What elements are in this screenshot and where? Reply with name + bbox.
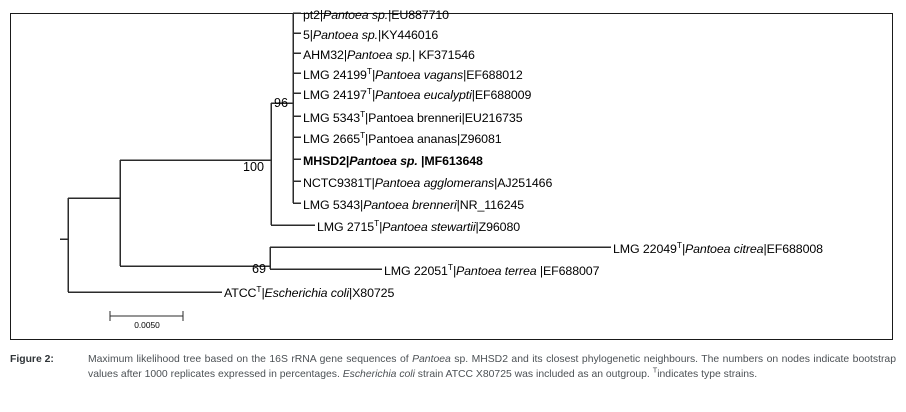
figure-caption: Figure 2: Maximum likelihood tree based … xyxy=(10,352,896,382)
caption-text-1: Maximum likelihood tree based on the 16S… xyxy=(88,354,413,365)
taxon-lmg22051-pantoea-terrea-ef688007: LMG 22051T|Pantoea terrea |EF688007 xyxy=(384,261,600,278)
bootstrap-96: 96 xyxy=(274,96,289,110)
caption-text-4: indicates type strains. xyxy=(657,369,758,381)
caption-text-3: strain ATCC X80725 was included as an ou… xyxy=(414,369,653,381)
taxon-lmg24197-pantoea-eucalypti-ef688009: LMG 24197T|Pantoea eucalypti|EF688009 xyxy=(303,85,532,102)
taxon-lmg2715-pantoea-stewartii-z96080: LMG 2715T|Pantoea stewartii|Z96080 xyxy=(317,217,521,234)
taxon-5-pantoea-sp-ky446016: 5|Pantoea sp.|KY446016 xyxy=(303,28,439,42)
caption-text-2: sp. MHSD2 and its closest phylogenetic n… xyxy=(88,354,896,381)
bootstrap-69: 69 xyxy=(252,262,267,276)
taxon-nctc9381t-pantoea-agglomerans-aj251466: NCTC9381T|Pantoea agglomerans|AJ251466 xyxy=(303,176,553,190)
figure-caption-body: Maximum likelihood tree based on the 16S… xyxy=(88,352,896,382)
taxon-lmg5343-pantoea-brenneri-eu216735: LMG 5343T|Pantoea brenneri|EU216735 xyxy=(303,108,523,125)
caption-italic-escherichia-coli: Escherichia coli xyxy=(342,369,415,381)
scale-bar-label: 0.0050 xyxy=(134,320,160,330)
caption-superscript-t: T xyxy=(652,365,658,375)
figure-border-box xyxy=(10,13,893,340)
taxon-ahm32-pantoea-sp-kf371546: AHM32|Pantoea sp.| KF371546 xyxy=(303,48,475,62)
taxon-lmg2665-pantoea-ananas-z96081: LMG 2665T|Pantoea ananas|Z96081 xyxy=(303,129,502,146)
taxon-lmg22049-pantoea-citrea-ef688008: LMG 22049T|Pantoea citrea|EF688008 xyxy=(613,239,823,256)
figure-caption-label: Figure 2: xyxy=(10,354,54,365)
caption-italic-pantoea: Pantoea xyxy=(412,354,451,365)
taxon-lmg5343-pantoea-brenneri-nr116245: LMG 5343|Pantoea brenneri|NR_116245 xyxy=(303,198,525,212)
bootstrap-100: 100 xyxy=(243,160,265,174)
taxon-mhsd2-pantoea-sp-mf613648: MHSD2|Pantoea sp. |MF613648 xyxy=(303,154,483,168)
taxon-lmg24199-pantoea-vagans-ef688012: LMG 24199T|Pantoea vagans|EF688012 xyxy=(303,65,523,82)
taxon-atcc-escherichia-coli-x80725: ATCCT|Escherichia coli|X80725 xyxy=(224,283,395,300)
taxon-pt2-pantoea-sp-eu887710: pt2|Pantoea sp.|EU887710 xyxy=(303,8,449,22)
